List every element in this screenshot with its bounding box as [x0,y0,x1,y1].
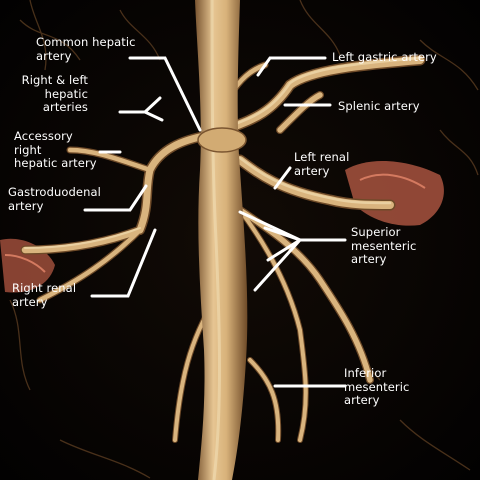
label-common-hepatic-artery: Common hepatic artery [36,35,136,63]
label-gastroduodenal-artery: Gastroduodenal artery [8,185,101,213]
label-splenic-artery: Splenic artery [338,99,420,113]
label-left-gastric-artery: Left gastric artery [332,50,437,64]
leader-lines [83,56,347,388]
label-left-renal-artery: Left renal artery [294,150,350,178]
aorta [195,0,248,480]
label-right-renal-artery: Right renal artery [12,281,77,309]
label-inferior-mesenteric-artery: Inferior mesenteric artery [344,366,410,407]
branch-vessels [20,54,426,443]
label-right-left-hepatic-arteries: Right & left hepatic arteries [21,73,88,114]
label-accessory-right-hepatic-artery: Accessory right hepatic artery [14,129,97,170]
label-superior-mesenteric-artery: Superior mesenteric artery [351,225,417,266]
